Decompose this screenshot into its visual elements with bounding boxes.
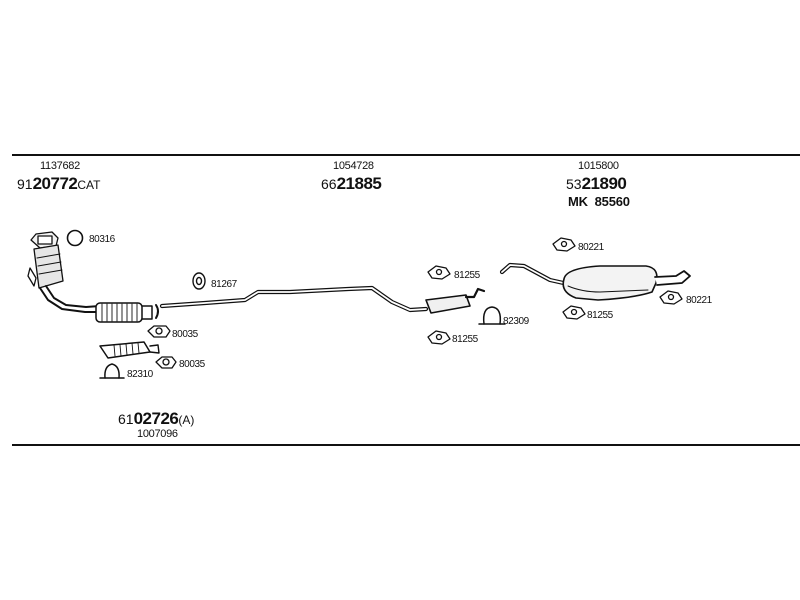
mounting-kit-number: MK 85560 [568, 194, 630, 209]
part-label-80035-a: 80035 [172, 329, 198, 340]
top-divider-line [12, 154, 800, 156]
part-label-80221-a: 80221 [578, 242, 604, 253]
catalyst-part-prefix: 91 [17, 176, 33, 192]
middle-pipe-flange [155, 304, 159, 319]
part-80221-mount-icon-b [659, 290, 683, 305]
front-pipe-part-main: 02726 [133, 409, 179, 428]
rear-silencer-part-prefix: 53 [566, 176, 582, 192]
rear-silencer-ref-number: 1015800 [578, 160, 619, 172]
part-label-82310: 82310 [127, 369, 153, 380]
part-82309-clamp-icon [478, 306, 506, 325]
flexible-pipe [95, 302, 153, 323]
catalyst-part-number: 9120772CAT [17, 174, 100, 194]
part-81267-gasket-icon [192, 272, 206, 290]
part-label-81255-b: 81255 [452, 334, 478, 345]
part-80221-mount-icon-a [552, 237, 576, 252]
catalytic-converter [27, 231, 101, 313]
catalyst-ref-number: 1137682 [40, 160, 80, 172]
middle-pipe-part-prefix: 66 [321, 176, 337, 192]
part-82310-clamp-icon [99, 363, 125, 379]
part-label-81267: 81267 [211, 279, 237, 290]
part-81255-mount-icon-b [427, 330, 451, 345]
catalyst-part-suffix: CAT [77, 178, 101, 192]
part-80035-gasket-icon-b [155, 356, 177, 369]
bottom-divider-line [12, 444, 800, 446]
front-pipe-part-number: 6102726(A) [118, 409, 194, 429]
part-80035-gasket-icon-a [147, 325, 171, 338]
mounting-kit-prefix: MK [568, 194, 588, 209]
centre-silencer [425, 287, 486, 314]
part-label-80221-b: 80221 [686, 295, 712, 306]
rear-silencer-part-main: 21890 [581, 174, 627, 193]
part-label-82309: 82309 [503, 316, 529, 327]
middle-pipe-part-number: 6621885 [321, 174, 382, 194]
front-pipe-part-suffix: (A) [178, 413, 195, 427]
middle-pipe-part-main: 21885 [336, 174, 382, 193]
front-pipe-ref-number: 1007096 [137, 428, 178, 440]
rear-silencer-part-number: 5321890 [566, 174, 627, 194]
rear-silencer [499, 262, 691, 301]
front-pipe-part-prefix: 61 [118, 411, 134, 427]
part-81255-mount-icon-c [562, 305, 586, 320]
part-80316-ring-icon [66, 229, 84, 247]
middle-pipe-ref-number: 1054728 [333, 160, 374, 172]
part-81255-mount-icon-a [427, 265, 451, 280]
middle-pipe [159, 285, 429, 313]
mounting-kit-main: 85560 [594, 194, 630, 209]
catalyst-part-main: 20772 [32, 174, 78, 193]
front-pipe [99, 341, 160, 359]
part-label-81255-a: 81255 [454, 270, 480, 281]
part-label-81255-c: 81255 [587, 310, 613, 321]
part-label-80316: 80316 [89, 234, 115, 245]
part-label-80035-b: 80035 [179, 359, 205, 370]
